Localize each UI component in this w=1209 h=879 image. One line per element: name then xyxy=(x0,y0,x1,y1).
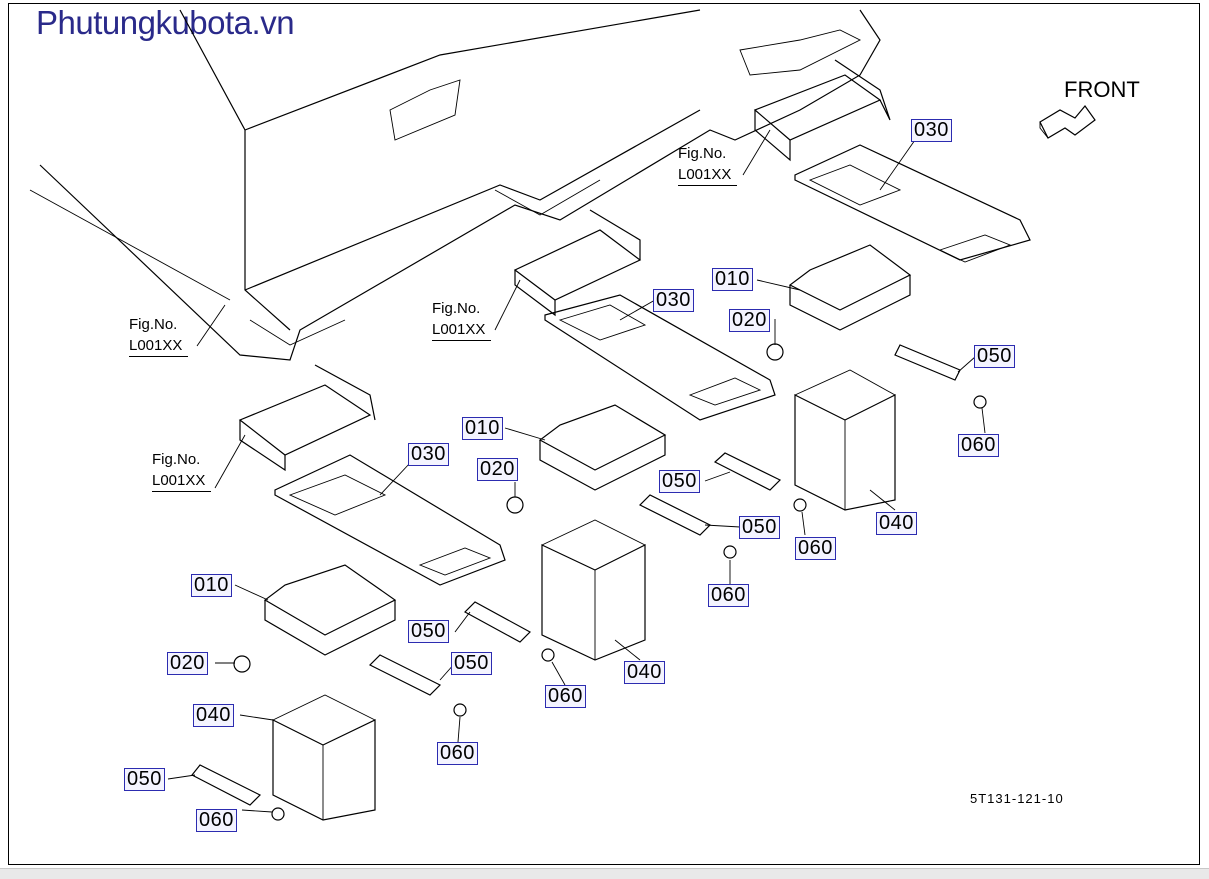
part-label-030[interactable]: 030 xyxy=(408,443,449,466)
part-label-050[interactable]: 050 xyxy=(659,470,700,493)
part-label-040[interactable]: 040 xyxy=(193,704,234,727)
part-label-010[interactable]: 010 xyxy=(191,574,232,597)
part-label-060[interactable]: 060 xyxy=(958,434,999,457)
part-group-left xyxy=(191,364,506,821)
bottom-strip xyxy=(0,868,1209,879)
part-label-030[interactable]: 030 xyxy=(653,289,694,312)
part-label-060[interactable]: 060 xyxy=(545,685,586,708)
part-label-020[interactable]: 020 xyxy=(477,458,518,481)
part-label-050[interactable]: 050 xyxy=(451,652,492,675)
part-group-middle xyxy=(464,209,776,662)
part-label-060[interactable]: 060 xyxy=(196,809,237,832)
drawing-number: 5T131-121-10 xyxy=(970,791,1064,806)
fig-ref[interactable]: Fig.No.L001XX xyxy=(129,314,189,357)
part-label-020[interactable]: 020 xyxy=(729,309,770,332)
leader-lines xyxy=(167,129,986,813)
part-label-040[interactable]: 040 xyxy=(624,661,665,684)
part-label-010[interactable]: 010 xyxy=(712,268,753,291)
part-label-050[interactable]: 050 xyxy=(739,516,780,539)
part-label-060[interactable]: 060 xyxy=(795,537,836,560)
part-label-050[interactable]: 050 xyxy=(408,620,449,643)
part-label-060[interactable]: 060 xyxy=(708,584,749,607)
watermark-logo: Phutungkubota.vn xyxy=(36,4,295,41)
part-label-050[interactable]: 050 xyxy=(124,768,165,791)
front-direction-label: FRONT xyxy=(1064,77,1140,102)
machine-body xyxy=(29,9,881,361)
fig-ref[interactable]: Fig.No.L001XX xyxy=(432,298,492,341)
part-label-040[interactable]: 040 xyxy=(876,512,917,535)
fig-ref[interactable]: Fig.No.L001XX xyxy=(678,143,738,186)
part-group-right xyxy=(713,59,1031,512)
part-label-010[interactable]: 010 xyxy=(462,417,503,440)
part-label-030[interactable]: 030 xyxy=(911,119,952,142)
front-arrow-icon xyxy=(1039,105,1096,139)
part-label-050[interactable]: 050 xyxy=(974,345,1015,368)
part-label-060[interactable]: 060 xyxy=(437,742,478,765)
part-label-020[interactable]: 020 xyxy=(167,652,208,675)
fig-ref[interactable]: Fig.No.L001XX xyxy=(152,449,212,492)
